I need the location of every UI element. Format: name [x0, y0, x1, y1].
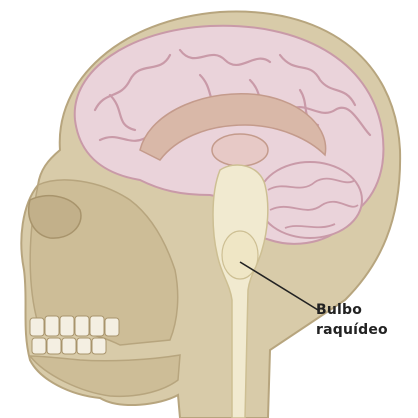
eye-socket: [29, 196, 81, 238]
medulla-oblongata: [222, 231, 258, 279]
jaw: [30, 355, 180, 396]
structure-label-line1: Bulbo: [316, 300, 416, 320]
lower-teeth: [32, 338, 106, 354]
structure-label-line2: raquídeo: [316, 320, 416, 340]
upper-teeth: [30, 316, 119, 336]
cerebellum: [258, 162, 362, 238]
thalamus: [212, 134, 268, 166]
structure-label: Bulbo raquídeo: [316, 300, 416, 340]
